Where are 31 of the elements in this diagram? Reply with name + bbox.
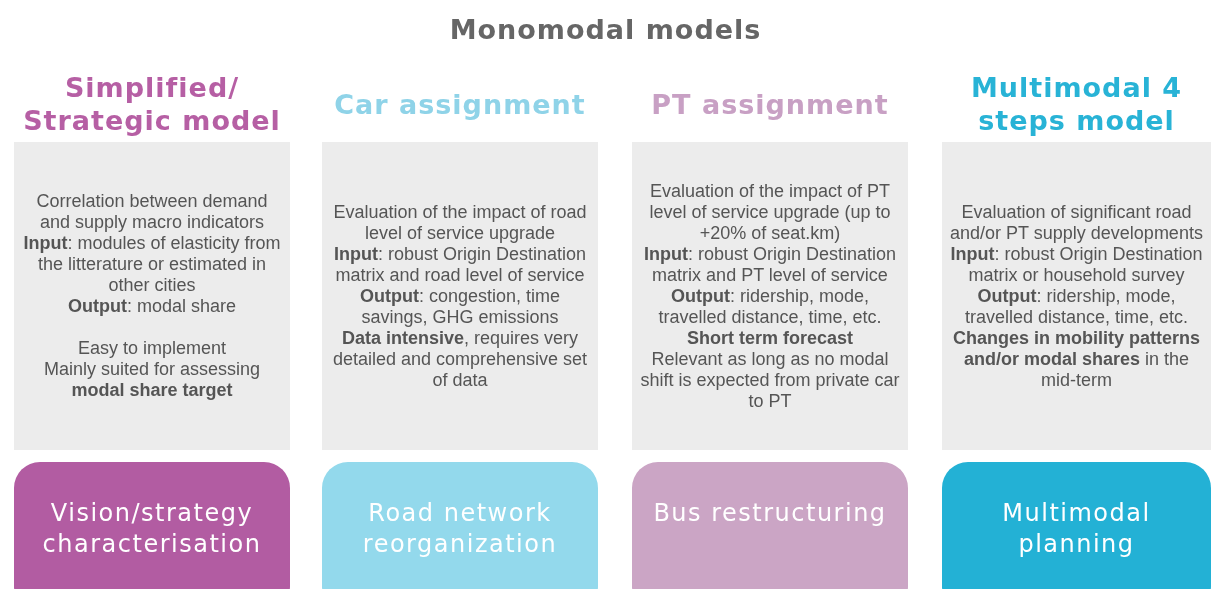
panel-label: Bus restructuring (653, 498, 887, 529)
card-text: Input: robust Origin Destination matrix and PT level of service (642, 243, 898, 286)
card-text: Evaluation of significant road and/or PT supply developments (950, 201, 1203, 244)
card-text: Output: modal share (67, 296, 236, 317)
panel-label: Road network reorganization (361, 498, 559, 560)
card-text: Short term forecast (686, 327, 853, 349)
card-text: Output: congestion, time savings, GHG emissions (358, 285, 562, 328)
card-text: Changes in mobility patterns and/or modal shares in the mid-term (951, 327, 1201, 391)
card-text: Output: ridership, mode, travelled distance, time, etc. (657, 285, 883, 328)
card-text: Input: robust Origin Destination matrix or household survey (950, 243, 1203, 286)
card-text: Correlation between demand and supply macro indicators (35, 191, 269, 233)
card-heading: Car assignment (334, 87, 586, 121)
application-panel (632, 462, 908, 589)
card-text: Input: robust Origin Destination matrix and road level of service (332, 243, 588, 286)
application-panel (14, 462, 290, 589)
card-text: Input: modules of elasticity from the litterature or estimated in other cities (22, 233, 282, 296)
card-text: Data intensive, requires very detailed and comprehensive set of data (331, 327, 589, 391)
panel-label: Multimodal planning (1001, 498, 1152, 560)
card-heading: Simplified/ Strategic model (22, 71, 282, 137)
card-text: Output: ridership, mode, travelled distance, time, etc. (963, 285, 1190, 328)
card-heading: Multimodal 4 steps model (969, 71, 1184, 137)
card-heading: PT assignment (651, 87, 889, 121)
card-text: Mainly suited for assessing modal share target (42, 359, 262, 401)
panel-label: Vision/strategy characterisation (41, 498, 263, 560)
card-text: Evaluation of the impact of PT level of service upgrade (up to +20% of seat.km) (648, 180, 892, 244)
application-panel (942, 462, 1211, 589)
diagram-title: Monomodal models (448, 14, 763, 45)
card-text: Easy to implement (77, 338, 227, 359)
card-text: Relevant as long as no modal shift is expected from private car to PT (640, 348, 900, 412)
card-text: Evaluation of the impact of road level of service upgrade (332, 201, 588, 244)
application-panel (322, 462, 598, 589)
